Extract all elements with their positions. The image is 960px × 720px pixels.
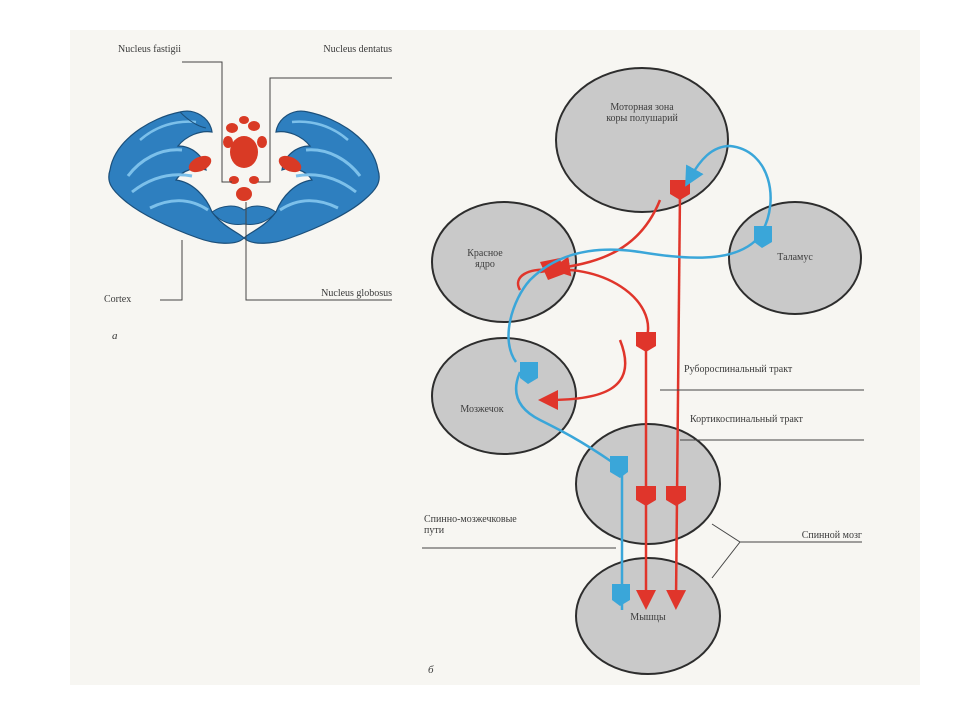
red-synapse-markers	[540, 180, 690, 506]
node-cerebellum	[431, 337, 577, 455]
panel-a-letter: а	[112, 330, 118, 342]
node-motor-cortex	[555, 67, 729, 213]
blue-afferent-pathways	[507, 144, 772, 610]
label-corticospinal-tract: Кортикоспинальный тракт	[690, 414, 803, 425]
node-text-cerebellum: Мозжечок	[460, 404, 504, 415]
node-spinal-segment	[575, 423, 721, 545]
node-text-muscles: Мышцы	[630, 612, 666, 623]
right-hemisphere-cortex	[243, 110, 380, 244]
label-nucleus-fastigii: Nucleus fastigii	[118, 44, 182, 55]
label-cortex: Cortex	[104, 294, 132, 305]
label-nucleus-dentatus: Nucleus dentatus	[323, 44, 392, 55]
node-text-thalamus: Таламус	[777, 252, 813, 263]
node-red-nucleus	[431, 201, 577, 323]
node-text-motor-cortex: Моторная зона коры полушарий	[606, 102, 678, 124]
label-spinocerebellar-paths: Спинно-мозжечковые пути	[424, 514, 517, 536]
panel-a-leader-lines	[160, 61, 392, 301]
deep-cerebellar-nuclei	[188, 116, 302, 201]
label-spinal-cord: Спинной мозг	[801, 530, 862, 541]
cerebellum-section-illustration	[108, 110, 380, 244]
left-hemisphere-cortex	[108, 110, 245, 244]
panel-b-letter: б	[428, 664, 434, 676]
node-text-red-nucleus: Красное ядро	[467, 248, 503, 270]
panel-b-leader-lines	[422, 389, 864, 579]
label-nucleus-globosus: Nucleus globosus	[321, 288, 392, 299]
blue-synapse-markers	[520, 226, 772, 606]
label-rubrospinal-tract: Рубороспинальный тракт	[684, 364, 793, 375]
